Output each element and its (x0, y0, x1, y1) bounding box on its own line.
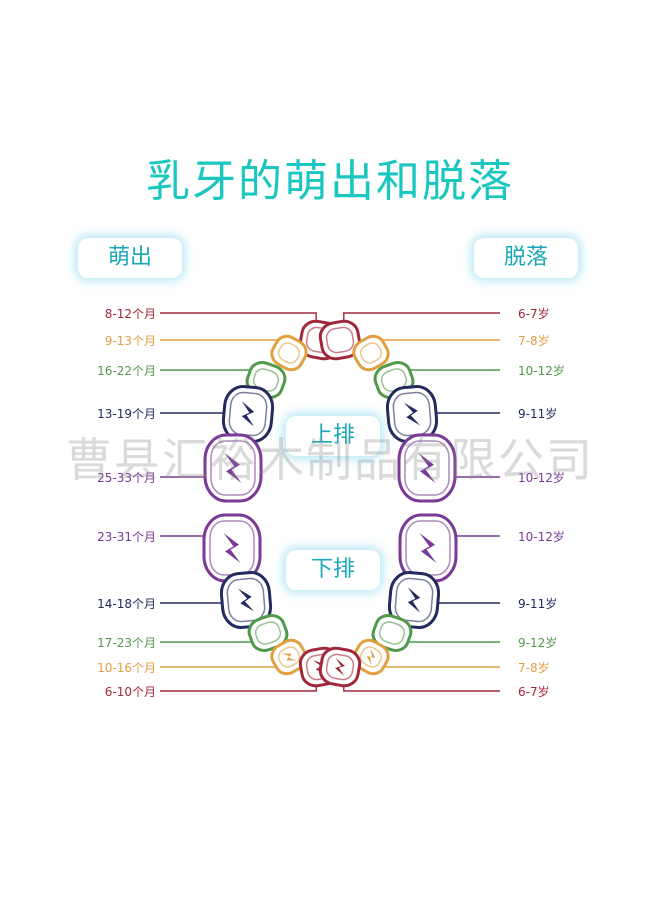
upper-fall-label-3: 9-11岁 (518, 406, 557, 421)
fall-label: 脱落 (474, 238, 578, 278)
upper-erupt-label-3: 13-19个月 (97, 407, 156, 421)
lower-left-tooth-3 (270, 638, 308, 676)
lower-left-tooth-1 (219, 571, 273, 629)
leader-line (160, 369, 264, 375)
tooth-outline (352, 334, 390, 372)
tooth-inner (404, 440, 450, 496)
lower-fall-label-1: 9-11岁 (518, 596, 557, 611)
upper-fall-label-4: 10-12岁 (518, 470, 565, 485)
lower-right-tooth-3 (352, 638, 390, 676)
tooth-fissure (223, 533, 241, 563)
leader-line (160, 339, 287, 347)
lower-fall-label-2: 9-12岁 (518, 635, 557, 650)
leader-line (343, 312, 500, 327)
tooth-fissure (419, 533, 437, 563)
lower-fall-label-4: 6-7岁 (518, 684, 550, 699)
upper-left-tooth-4 (203, 433, 263, 503)
tooth-fissure (366, 648, 376, 666)
upper-erupt-label-0: 8-12个月 (105, 307, 156, 321)
lower-erupt-label-0: 23-31个月 (97, 530, 156, 544)
tooth-fissure (403, 402, 421, 426)
leader-line (373, 662, 500, 668)
tooth-inner (325, 326, 355, 354)
lower-erupt-label-4: 6-10个月 (105, 685, 156, 699)
upper-jaw-label: 上排 (286, 416, 380, 456)
lower-erupt-label-3: 10-16个月 (97, 661, 156, 675)
leader-line (396, 369, 500, 375)
lower-right-tooth-0 (398, 513, 458, 583)
lower-left-tooth-0 (202, 513, 262, 583)
upper-fall-label-2: 10-12岁 (518, 363, 565, 378)
tooth-fissure (224, 453, 242, 483)
lower-jaw-label: 下排 (286, 550, 380, 590)
lower-erupt-label-2: 17-23个月 (97, 636, 156, 650)
tooth-fissure (335, 658, 345, 676)
tooth-fissure (407, 587, 421, 613)
lower-right-tooth-4 (318, 646, 362, 688)
tooth-fissure (281, 653, 297, 661)
upper-left-tooth-1 (270, 334, 308, 372)
leader-line (343, 679, 500, 692)
leader-lines (160, 312, 500, 692)
watermark: 曹县汇裕木制品有限公司 (66, 433, 594, 487)
tooth-fissure (237, 588, 255, 612)
tooth-inner (359, 646, 383, 668)
leader-line (160, 312, 317, 327)
upper-right-tooth-0 (318, 319, 362, 361)
leader-line (160, 679, 317, 692)
lower-right-tooth-1 (387, 571, 441, 629)
upper-right-tooth-4 (397, 433, 457, 503)
upper-right-tooth-1 (352, 334, 390, 372)
tooth-inner (277, 646, 301, 668)
tooth-inner (226, 577, 266, 623)
tooth-outline (270, 334, 308, 372)
lower-fall-label-0: 10-12岁 (518, 529, 565, 544)
leader-line (394, 637, 500, 643)
tooth-fissure (418, 453, 436, 483)
upper-erupt-label-1: 9-13个月 (105, 334, 156, 348)
lower-erupt-label-1: 14-18个月 (97, 597, 156, 611)
erupt-label: 萌出 (78, 238, 182, 278)
upper-fall-label-1: 7-8岁 (518, 333, 550, 348)
page-title: 乳牙的萌出和脱落 (146, 156, 514, 207)
teeth (202, 319, 458, 688)
upper-erupt-label-2: 16-22个月 (97, 364, 156, 378)
tooth-inner (210, 440, 256, 496)
tooth-inner (359, 342, 383, 364)
tooth-inner (378, 621, 406, 645)
tooth-inner (325, 653, 355, 681)
leader-line (373, 339, 500, 347)
tooth-inner (254, 621, 282, 645)
tooth-inner (394, 577, 434, 623)
tooth-inner (277, 342, 301, 364)
row-labels: 8-12个月 6-7岁 9-13个月 7-8岁 16-22个月 10-12岁 13-19个月… (97, 306, 565, 699)
leader-line (160, 637, 266, 643)
upper-erupt-label-4: 25-33个月 (97, 471, 156, 485)
lower-fall-label-3: 7-8岁 (518, 660, 550, 675)
upper-fall-label-0: 6-7岁 (518, 306, 550, 321)
lower-right-tooth-2 (371, 614, 413, 652)
tooth-fissure (241, 401, 255, 427)
leader-line (160, 662, 287, 668)
